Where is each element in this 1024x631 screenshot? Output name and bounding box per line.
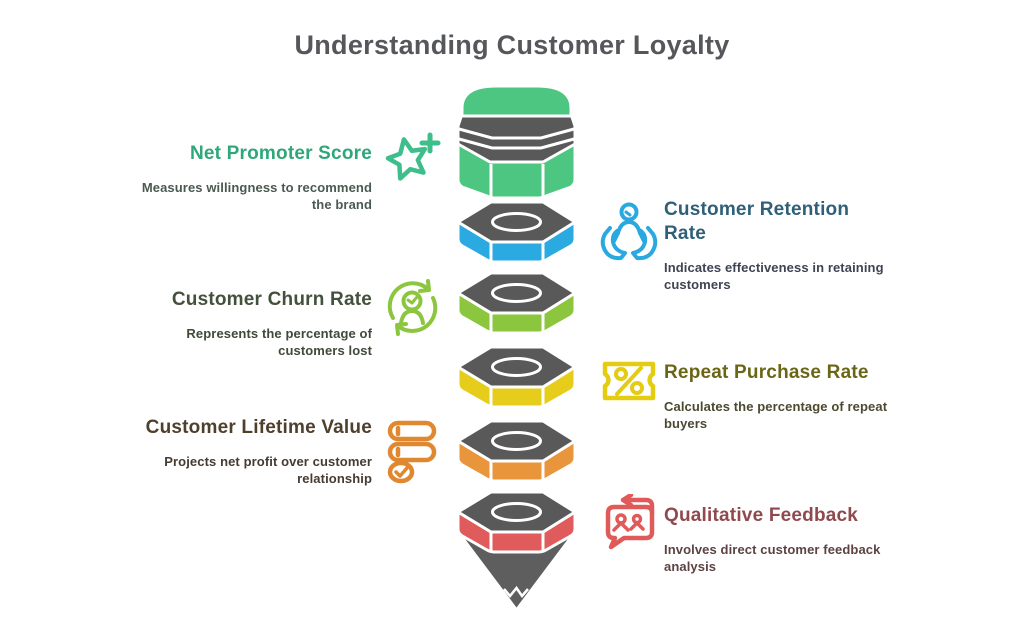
- section-description: Involves direct customer feedback analys…: [664, 542, 881, 574]
- section-heading: Qualitative Feedback: [664, 505, 859, 526]
- nut-hole: [491, 431, 542, 451]
- nut-hole: [491, 283, 542, 303]
- ferrule-stripe: [458, 127, 575, 140]
- section-heading: Repeat Purchase Rate: [664, 362, 869, 383]
- pencil-segment-blue: [456, 200, 577, 264]
- nut-top: [456, 490, 577, 534]
- pencil-segment-orange: [456, 419, 577, 483]
- ticket-percent-icon: [600, 358, 658, 404]
- section-heading: Customer Churn Rate: [171, 289, 372, 310]
- section-heading: Net Promoter Score: [189, 143, 372, 164]
- chat-people-arrow-icon: [600, 494, 658, 550]
- section-net-promoter-score: Net Promoter Score Measures willingness …: [140, 142, 372, 213]
- pencil-segment-yellow: [456, 345, 577, 409]
- section-heading: Customer Retention Rate: [664, 199, 850, 244]
- pencil-segment-green: [456, 271, 577, 335]
- nut-top: [456, 345, 577, 389]
- stacked-cards-check-icon: [384, 419, 440, 485]
- pencil-funnel: [456, 86, 577, 612]
- section-heading: Customer Lifetime Value: [145, 417, 372, 438]
- section-description: Measures willingness to recommend the br…: [141, 180, 372, 212]
- pencil-segment-red-tip: [456, 490, 577, 612]
- eraser-dome: [460, 86, 573, 118]
- tip-jagged-line: [503, 585, 529, 599]
- nut-top: [456, 419, 577, 463]
- star-plus-icon: [381, 128, 443, 190]
- pencil-segment-eraser: [456, 86, 577, 200]
- hands-person-icon: [597, 200, 661, 264]
- nut-top: [456, 200, 577, 244]
- section-customer-lifetime-value: Customer Lifetime Value Projects net pro…: [140, 416, 372, 487]
- page-title: Understanding Customer Loyalty: [294, 30, 730, 60]
- nut-top: [456, 271, 577, 315]
- person-refresh-icon: [383, 277, 443, 337]
- section-description: Indicates effectiveness in retaining cus…: [664, 260, 884, 292]
- section-repeat-purchase-rate: Repeat Purchase Rate Calculates the perc…: [664, 361, 896, 432]
- nut-hole: [491, 212, 542, 232]
- section-description: Represents the percentage of customers l…: [186, 326, 372, 358]
- section-qualitative-feedback: Qualitative Feedback Involves direct cus…: [664, 504, 896, 575]
- nut-hole: [491, 502, 542, 522]
- section-description: Projects net profit over customer relati…: [164, 454, 372, 486]
- section-customer-retention-rate: Customer Retention Rate Indicates effect…: [664, 198, 896, 293]
- section-description: Calculates the percentage of repeat buye…: [664, 399, 888, 431]
- section-customer-churn-rate: Customer Churn Rate Represents the perce…: [140, 288, 372, 359]
- nut-hole: [491, 357, 542, 377]
- ferrule-stripe: [458, 137, 575, 150]
